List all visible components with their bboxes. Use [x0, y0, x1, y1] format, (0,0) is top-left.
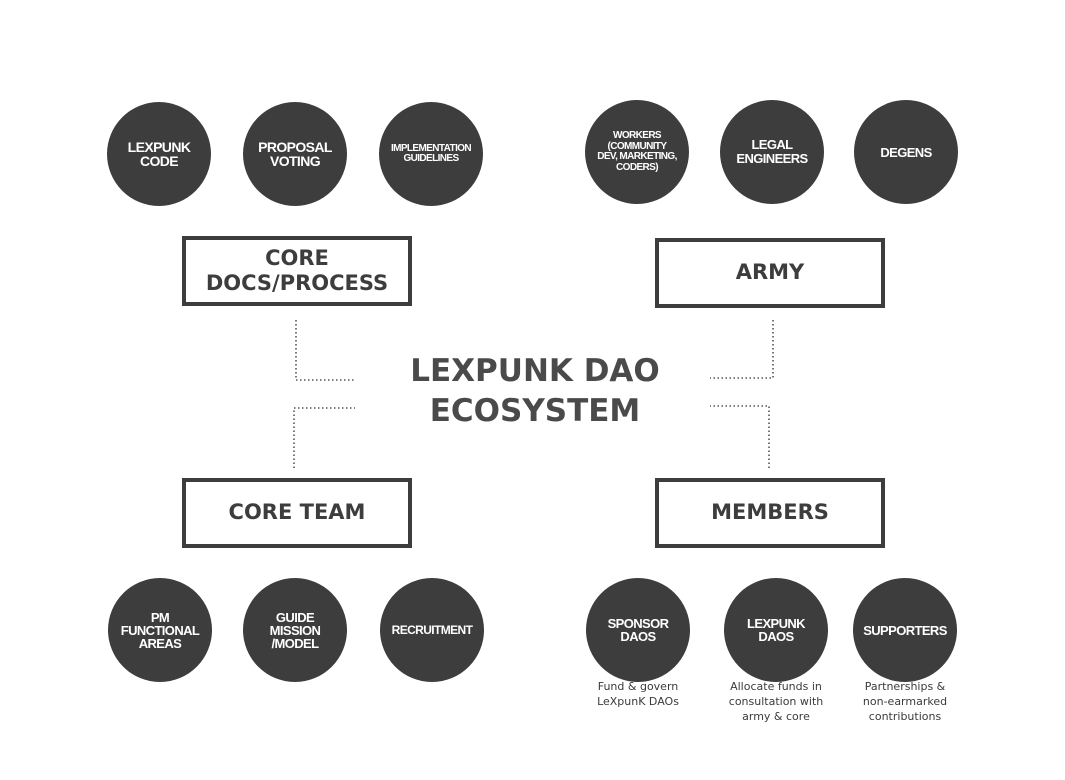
box-members: MEMBERS [655, 478, 885, 548]
caption-supporters: Partnerships & non-earmarked contributio… [862, 680, 948, 723]
circle-workers: WORKERS (COMMUNITY DEV, MARKETING, CODER… [585, 100, 689, 204]
circle-proposal-voting: PROPOSAL VOTING [243, 102, 347, 206]
connector-core-docs [295, 320, 355, 381]
circle-pm-functional-areas: PM FUNCTIONAL AREAS [108, 578, 212, 682]
circle-degens: DEGENS [854, 100, 958, 204]
box-army: ARMY [655, 238, 885, 308]
connector-army [710, 320, 774, 379]
circle-recruitment: RECRUITMENT [380, 578, 484, 682]
diagram-title: LEXPUNK DAO ECOSYSTEM [410, 353, 660, 429]
caption-lexpunk-daos: Allocate funds in consultation with army… [728, 680, 824, 723]
circle-lexpunk-code: LEXPUNK CODE [107, 102, 211, 206]
box-core-team: CORE TEAM [182, 478, 412, 548]
circle-guide-mission-model: GUIDE MISSION /MODEL [243, 578, 347, 682]
box-core-docs-process: CORE DOCS/PROCESS [182, 236, 412, 306]
circle-lexpunk-daos: LEXPUNK DAOS [724, 578, 828, 682]
connector-core-team [293, 407, 355, 468]
connector-members [710, 405, 770, 468]
caption-sponsor-daos: Fund & govern LeXpunK DAOs [597, 680, 679, 708]
circle-legal-engineers: LEGAL ENGINEERS [720, 100, 824, 204]
circle-implementation-guidelines: IMPLEMENTATION GUIDELINES [379, 102, 483, 206]
circle-supporters: SUPPORTERS [853, 578, 957, 682]
circle-sponsor-daos: SPONSOR DAOS [586, 578, 690, 682]
